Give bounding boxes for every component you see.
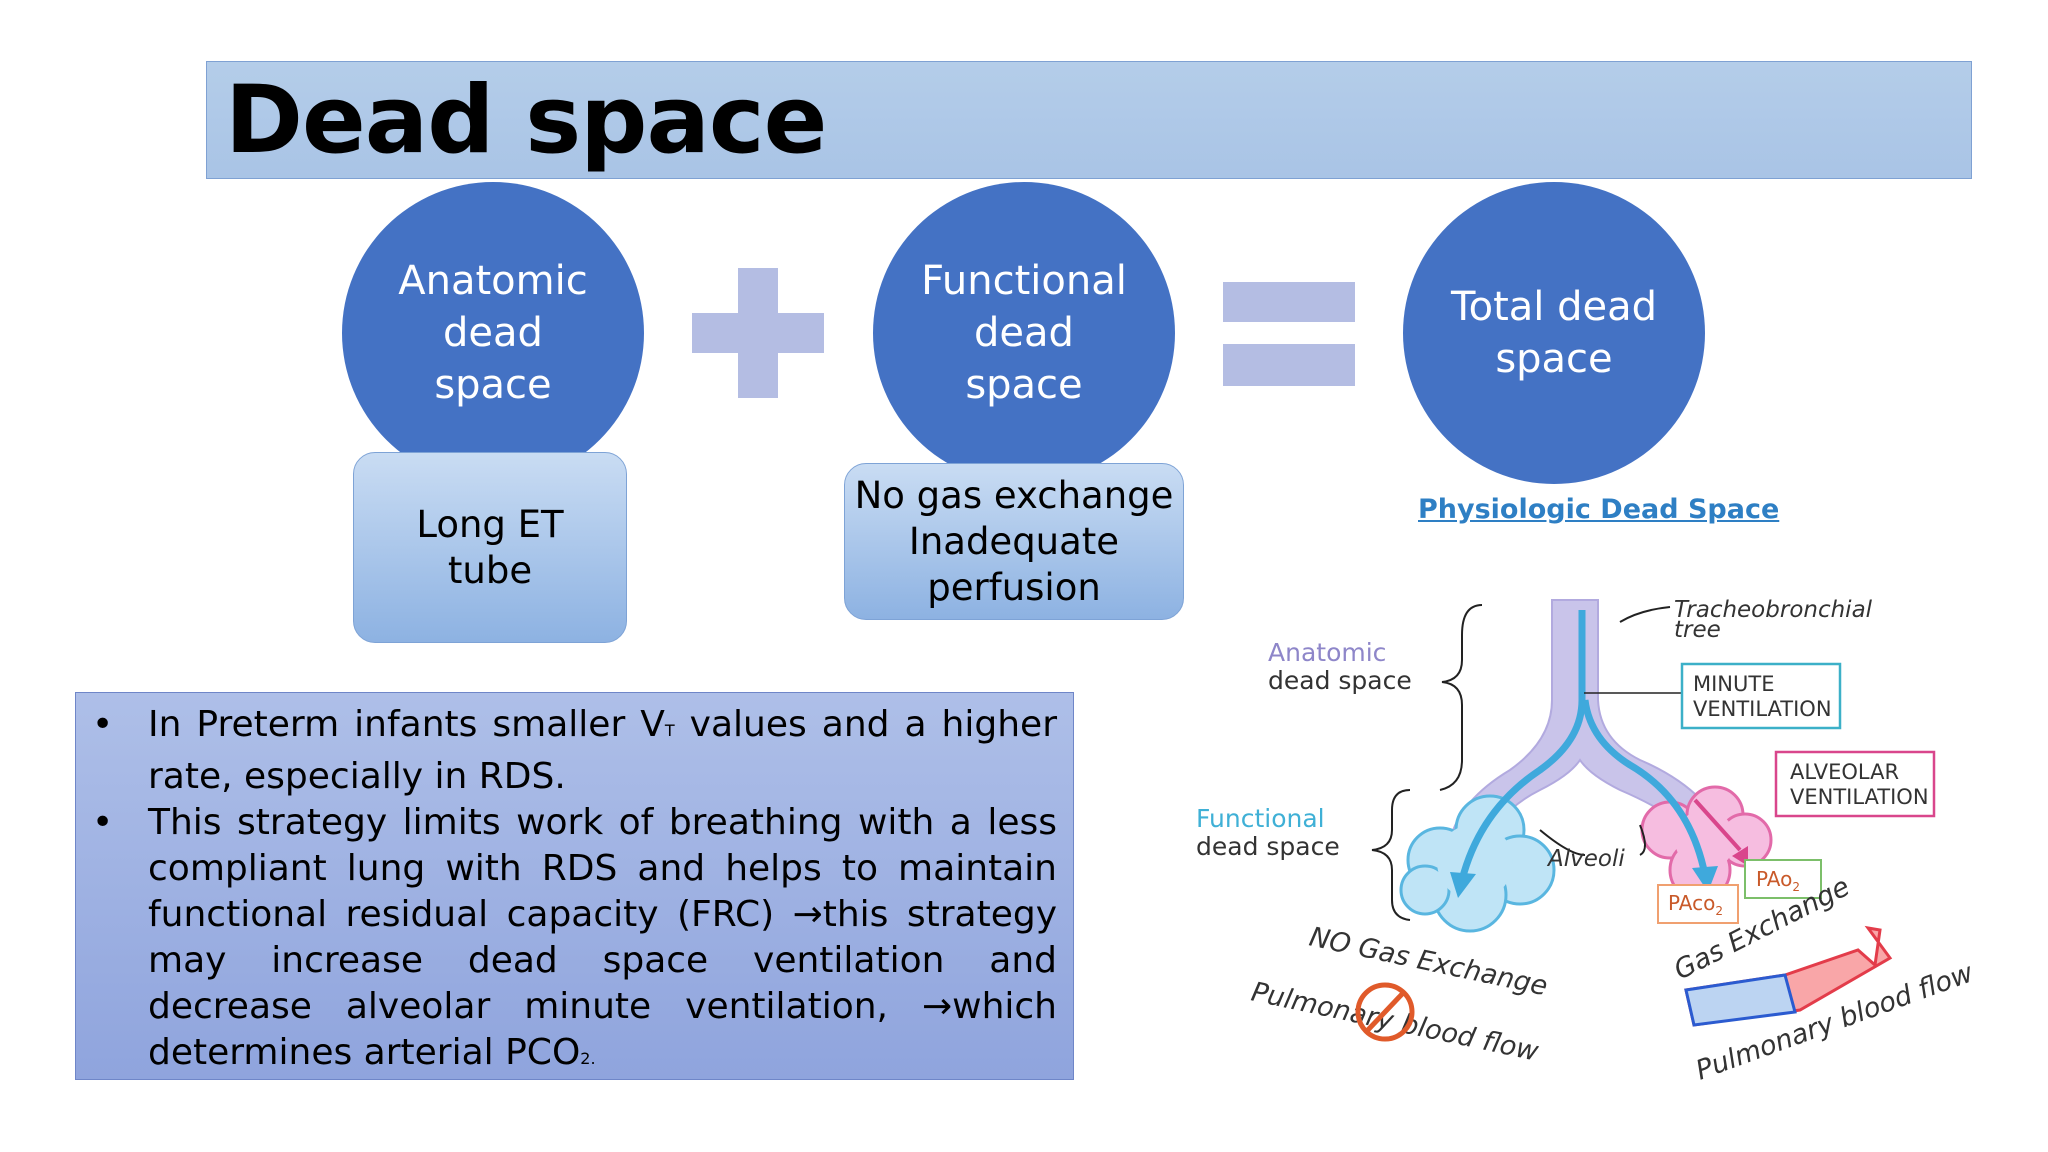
paco2-box <box>1657 884 1739 924</box>
bullet-item-2: This strategy limits work of breathing w… <box>92 800 1057 1082</box>
tracheo-label-1: Tracheobronchial <box>1674 597 1873 623</box>
right-airflow-arrow <box>1581 699 1709 876</box>
tracheo-pointer <box>1619 606 1671 623</box>
alveoli-pointer <box>1539 824 1646 856</box>
title-bar: Dead space <box>206 61 1972 179</box>
bullet1-text: In Preterm infants smaller V <box>148 704 665 745</box>
circle1-line1: Anatomic <box>398 258 588 304</box>
alveoli-label: Alveoli <box>1546 846 1625 872</box>
functional-label-1: Functional <box>1196 804 1325 833</box>
plus-icon <box>692 268 824 398</box>
tracheo-label-2: tree <box>1674 617 1721 643</box>
alveolar-label-1: ALVEOLAR <box>1790 760 1899 784</box>
functional-brace <box>1371 789 1411 921</box>
circle3-line1: Total dead <box>1450 284 1658 330</box>
functional-dead-space-circle: Functional dead space <box>873 182 1175 484</box>
pao2-label: PAo2 <box>1756 867 1800 894</box>
alveolar-ventilation-arrow <box>1693 798 1742 852</box>
paco2-label: PAco2 <box>1668 891 1723 918</box>
functional-label-2: dead space <box>1196 832 1340 861</box>
alveolar-ventilation-box <box>1774 750 1936 818</box>
slide-title: Dead space <box>225 66 827 175</box>
circle2-line3: space <box>965 362 1083 408</box>
no-gas-exchange-text: No gas exchange Inadequate perfusion <box>854 473 1174 609</box>
no-gas-exchange-label: NO Gas Exchange <box>1307 922 1551 1003</box>
left-airflow-arrow <box>1458 610 1586 881</box>
anatomic-label-1: Anatomic <box>1268 638 1386 667</box>
long-et-tube-text: Long ET tube <box>416 502 564 592</box>
bullet1-subscript: T <box>664 721 675 740</box>
anatomic-label-2: dead space <box>1268 666 1412 695</box>
bullet-box: In Preterm infants smaller VT values and… <box>75 692 1074 1080</box>
bullet-item-1: In Preterm infants smaller VT values and… <box>92 702 1057 800</box>
pao2-box <box>1744 859 1822 899</box>
circle2-line2: dead <box>974 310 1074 356</box>
physiologic-dead-space-diagram: Anatomic dead space Functional dead spac… <box>1196 597 1978 1087</box>
left-alveolus-icon <box>1399 794 1556 933</box>
minute-label-1: MINUTE <box>1693 672 1775 696</box>
minute-label-2: VENTILATION <box>1693 697 1832 721</box>
total-dead-space-circle: Total dead space <box>1403 182 1705 484</box>
no-flow-icon <box>1355 982 1415 1042</box>
circle1-line3: space <box>434 362 552 408</box>
equals-icon <box>1223 282 1355 386</box>
circle3-line2: space <box>1495 336 1613 382</box>
bullet2-text: This strategy limits work of breathing w… <box>148 802 1057 1073</box>
pulmonary-blood-vessel-icon <box>1684 925 1893 1027</box>
diagram-title: Physiologic Dead Space <box>1418 494 1780 525</box>
long-et-tube-box: Long ET tube <box>353 452 627 643</box>
anatomic-brace <box>1439 604 1483 791</box>
bullet2-subscript: 2. <box>580 1049 596 1068</box>
circle2-line1: Functional <box>921 258 1127 304</box>
alveolar-label-2: VENTILATION <box>1790 785 1929 809</box>
anatomic-dead-space-circle: Anatomic dead space <box>342 182 644 484</box>
circle1-line2: dead <box>443 310 543 356</box>
no-gas-exchange-box: No gas exchange Inadequate perfusion <box>844 463 1184 620</box>
minute-ventilation-box <box>1680 662 1842 730</box>
bullet1-text-rest: values and a higher rate, especially in … <box>148 704 1057 797</box>
